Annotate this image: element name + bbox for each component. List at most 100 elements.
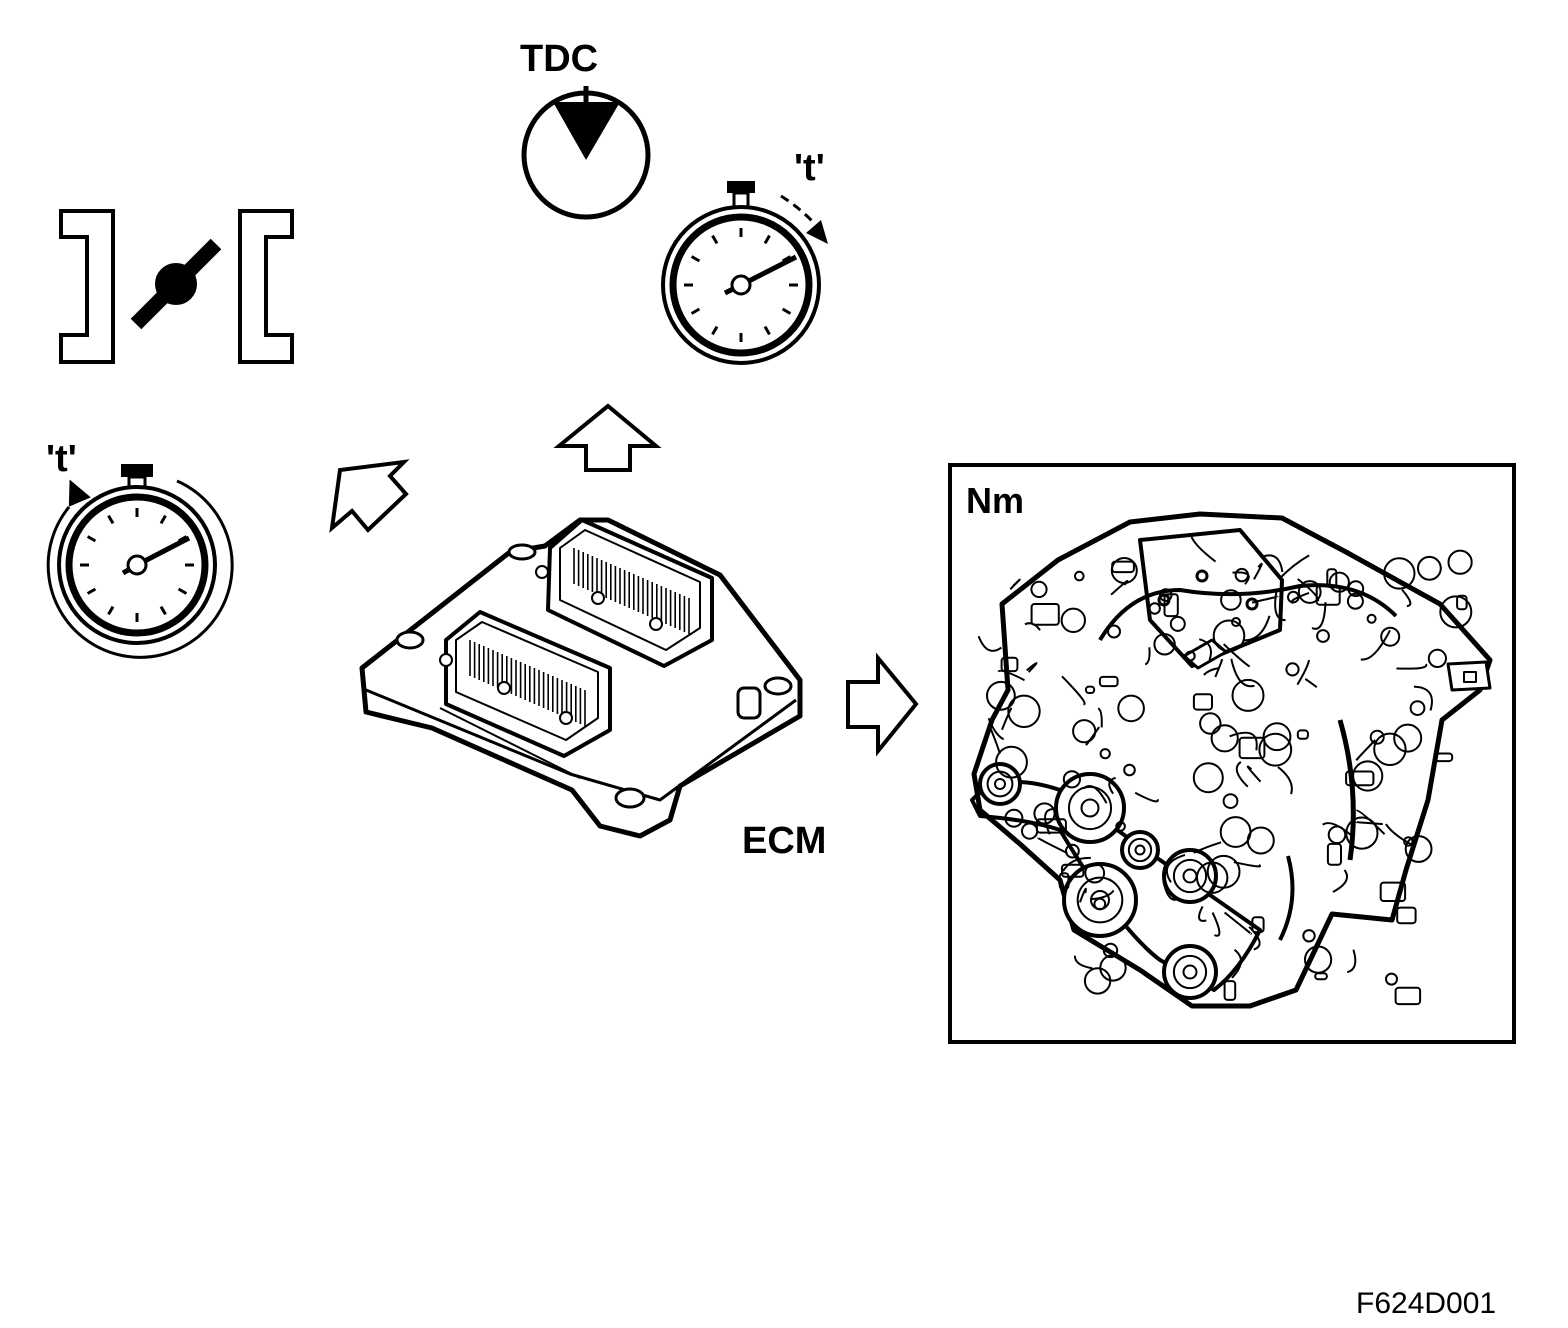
engine-detail-line [1278,554,1310,580]
engine-detail-part [1074,570,1085,582]
engine-pulley-hub [1182,964,1198,980]
engine-detail-part [1102,942,1119,959]
engine-pulley-hub [994,778,1006,790]
stopwatch-tick [177,587,188,595]
engine-detail-part [1184,650,1196,662]
engine-detail-part [1210,724,1239,753]
engine-detail-line [1311,602,1327,630]
engine-detail-line [1396,663,1428,670]
stopwatch-tick [781,307,792,315]
engine-detail-line [1253,562,1263,580]
engine-detail-line [1061,675,1086,706]
time-label-left: 't' [46,438,77,480]
engine-detail-part [1231,678,1265,712]
engine-detail-part [1093,897,1107,911]
engine-detail-part [1196,861,1229,894]
engine-detail-part [1373,732,1407,766]
engine-detail-part [1199,712,1222,735]
engine-detail-line [1193,841,1222,854]
engine-detail-block [1035,818,1067,834]
engine-detail-part [1220,589,1242,611]
engine-detail-line [1322,822,1352,837]
engine-pulley-hub [1182,868,1198,884]
engine-detail-line [1073,955,1093,970]
engine-detail-line [1026,662,1038,673]
engine-detail-line [1166,853,1186,883]
engine-detail-part [1393,723,1423,753]
engine-detail-part [1327,825,1347,845]
engine-detail-line [1108,776,1116,795]
ecm-label: ECM [742,820,826,862]
stopwatch-icon-left [46,464,234,659]
engine-detail-part [1062,770,1082,789]
stopwatch-tick [781,255,792,263]
engine-detail-part [1439,595,1473,629]
engine-pulley-hub [1080,798,1100,818]
time-label-top: 't' [794,147,825,189]
engine-detail-block [1061,863,1085,878]
engine-detail-part [1369,729,1385,745]
engine-detail-part [1153,633,1176,656]
engine-detail-block [1098,675,1119,688]
engine-detail-part [1385,972,1398,986]
engine-detail-part [1447,549,1473,575]
engine-control-module [359,517,803,839]
stopwatch-tick [763,234,771,245]
engine-detail-part [1083,967,1112,995]
tdc-label: TDC [520,38,598,80]
engine-detail-part [1403,836,1414,847]
engine-detail-line [1162,881,1181,901]
stopwatch-tick [159,514,167,525]
engine-detail-part [1192,762,1224,794]
engine-detail-line [1062,856,1091,872]
engine-detail-part [986,680,1016,711]
engine-detail-part [1030,580,1048,599]
stopwatch-tick [107,605,115,616]
engine-detail-line [1232,571,1250,585]
engine-detail-part [995,745,1028,779]
stopwatch-tick [107,514,115,525]
engine-detail-part [1383,557,1416,590]
figure-id: F624D001 [1356,1287,1496,1320]
engine-detail-line [1214,658,1224,678]
stopwatch-tick [711,234,719,245]
top-dead-center-icon [521,86,651,220]
engine-assembly [970,511,1493,1009]
engine-detail-line [1332,869,1348,893]
engine-detail-line [1346,949,1357,974]
engine-detail-block [1379,881,1407,902]
engine-detail-line [1413,685,1433,711]
engine-detail-part [1427,648,1448,669]
engine-detail-line [987,717,1005,741]
engine-detail-line [1401,588,1412,608]
engine-detail-block [1223,980,1237,1001]
stopwatch-icon-top [661,181,821,365]
engine-pulley-hub [1134,844,1146,856]
engine-detail-line [1083,784,1108,804]
engine-detail-part [1316,629,1330,643]
engine-detail-line [1243,615,1271,642]
engine-detail-part [1302,929,1316,943]
engine-detail-line [1134,791,1159,803]
engine-detail-part [1072,719,1097,744]
stopwatch-tick [763,325,771,336]
engine-detail-block [1433,752,1454,763]
engine-detail-line [1246,765,1262,783]
engine-detail-line [1223,643,1251,668]
engine-detail-part [1060,607,1087,633]
engine-detail-part [1117,694,1145,723]
nm-label: Nm [966,480,1024,521]
engine-detail-line [1110,579,1129,596]
engine-detail-part [1033,802,1056,825]
engine-detail-block [1251,916,1265,934]
engine-detail-line [1223,911,1252,935]
stopwatch-tick [159,605,167,616]
engine-detail-part [1404,835,1433,863]
stopwatch-tick [86,535,97,543]
engine-detail-part [1169,615,1186,632]
engine-detail-block [1030,603,1060,626]
engine-detail-part [1287,590,1300,604]
engine-detail-part [1366,613,1377,624]
engine-detail-part [1007,694,1041,728]
